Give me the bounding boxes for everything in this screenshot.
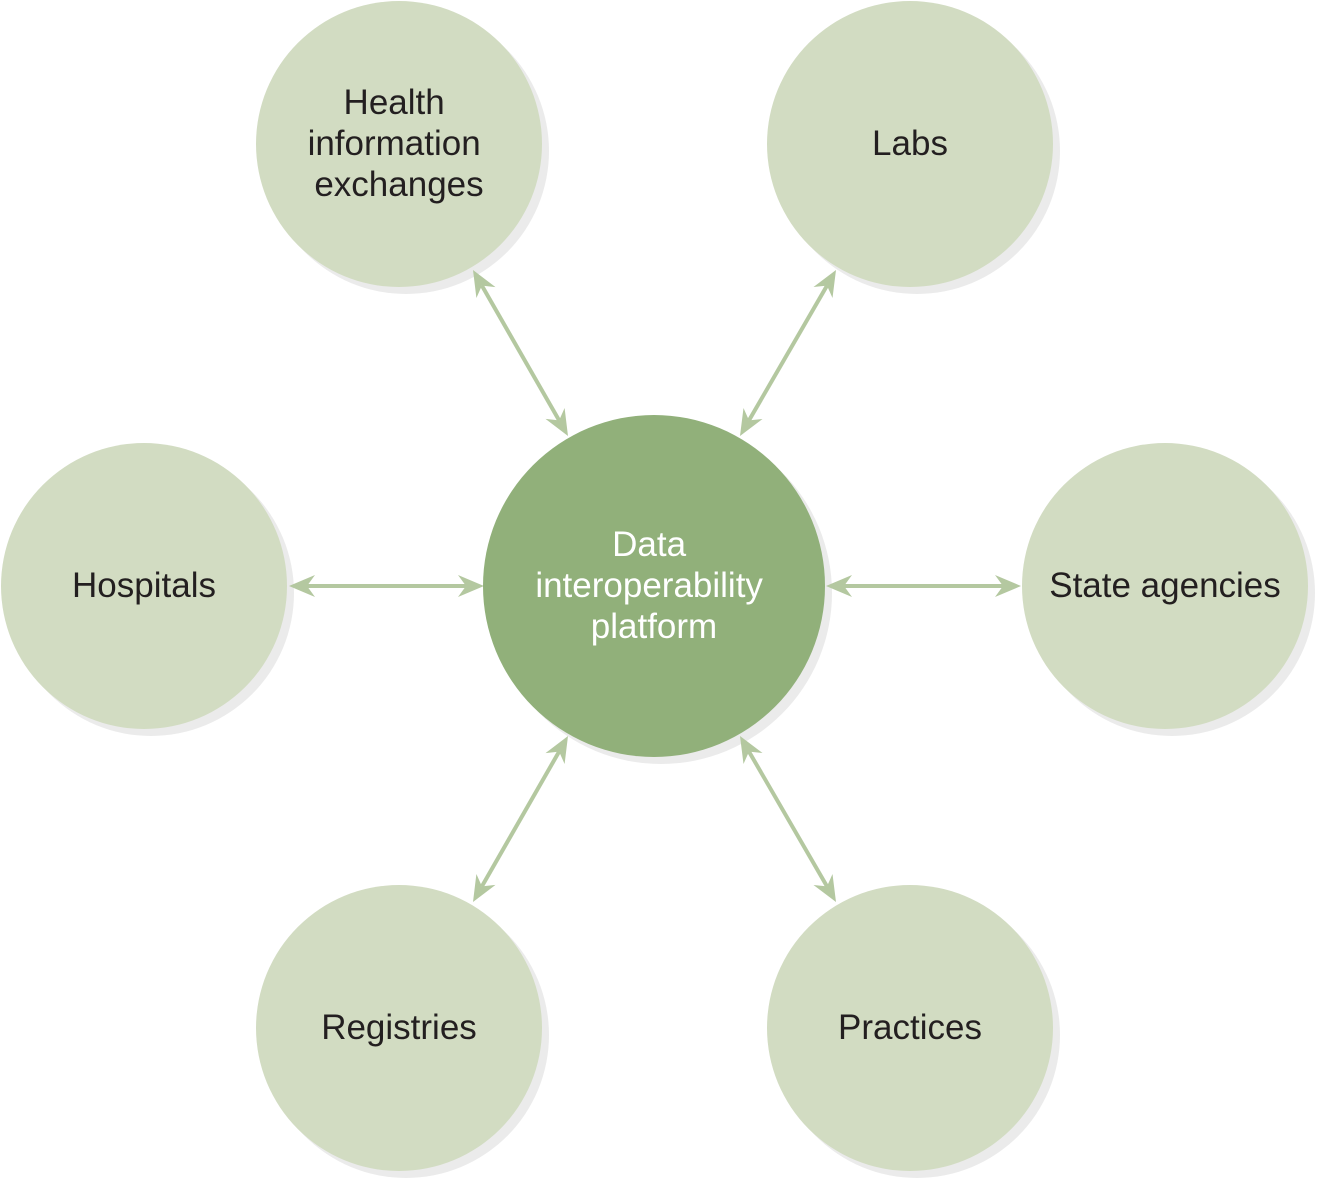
node-label: Practices (838, 1008, 982, 1047)
center-label-line: Data (612, 525, 686, 564)
node-label-line: Practices (838, 1008, 982, 1047)
node-label-line: exchanges (314, 165, 483, 204)
arrowhead-icon (473, 874, 496, 902)
arrow-shaft (480, 750, 561, 888)
double-headed-arrow-icon (473, 270, 568, 436)
node-label-line: Labs (872, 124, 948, 163)
arrow-shaft (747, 750, 829, 888)
node-label-line: Hospitals (72, 566, 216, 605)
double-headed-arrow-icon (826, 575, 1021, 597)
node-label: State agencies (1049, 566, 1281, 605)
node-label: Hospitals (72, 566, 216, 605)
arrowhead-icon (813, 270, 836, 298)
node-labs: Labs (767, 1, 1053, 287)
center-label-line: interoperability (535, 566, 763, 605)
arrowhead-icon (740, 408, 763, 436)
arrowhead-icon (545, 736, 568, 764)
node-label-line: information (308, 124, 481, 163)
node-state-agencies: State agencies (1022, 443, 1308, 729)
node-circle (1022, 443, 1308, 729)
connection-arrows (289, 270, 1021, 902)
arrowhead-icon (826, 575, 852, 597)
double-headed-arrow-icon (740, 736, 836, 902)
double-headed-arrow-icon (740, 270, 836, 436)
node-hospitals: Hospitals (1, 443, 287, 729)
node-label-line: State agencies (1049, 566, 1281, 605)
arrow-shaft (747, 284, 829, 422)
node-circle (256, 885, 542, 1171)
center-label-line: platform (591, 607, 717, 646)
arrowhead-icon (740, 736, 763, 764)
center-node-data-interoperability-platform: Data interoperability platform (483, 415, 825, 757)
node-practices: Practices (767, 885, 1053, 1171)
double-headed-arrow-icon (473, 736, 568, 902)
node-label: Registries (321, 1008, 477, 1047)
node-label-line: Health (344, 83, 445, 122)
node-health-information-exchanges: Health information exchanges (256, 1, 542, 287)
arrowhead-icon (458, 575, 484, 597)
arrowhead-icon (995, 575, 1021, 597)
node-circle (767, 1, 1053, 287)
node-circle (256, 1, 542, 287)
node-circle (1, 443, 287, 729)
node-circle (767, 885, 1053, 1171)
arrow-shaft (480, 284, 561, 422)
node-label-line: Registries (321, 1008, 477, 1047)
arrowhead-icon (813, 874, 836, 902)
node-label: Labs (872, 124, 948, 163)
arrowhead-icon (473, 270, 496, 298)
double-headed-arrow-icon (289, 575, 484, 597)
center-node-circle (483, 415, 825, 757)
center-node-label: Data interoperability platform (535, 525, 772, 646)
arrowhead-icon (545, 408, 568, 436)
node-label: Health information exchanges (308, 83, 491, 204)
arrowhead-icon (289, 575, 315, 597)
node-registries: Registries (256, 885, 542, 1171)
